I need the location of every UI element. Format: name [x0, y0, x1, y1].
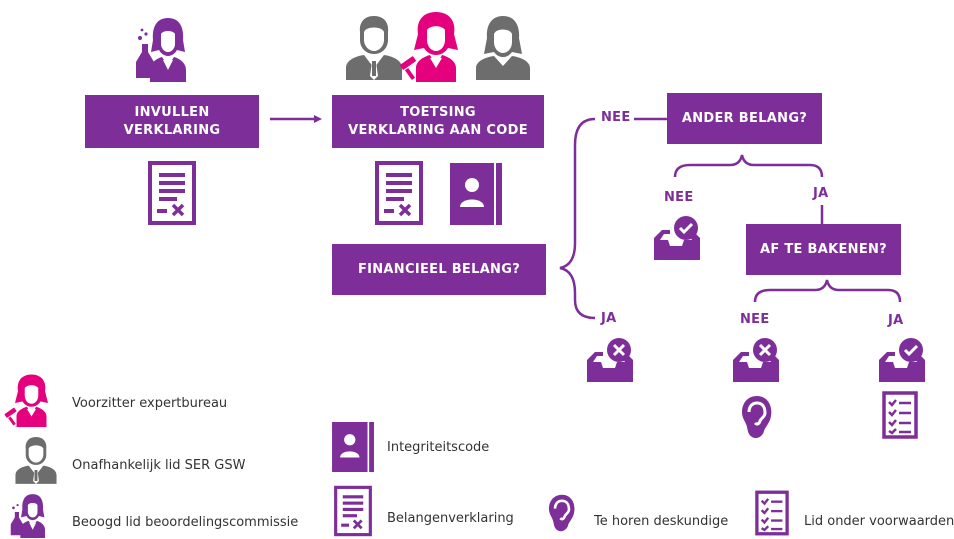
- financieel-label: FINANCIEEL BELANG?: [357, 261, 521, 277]
- checklist-icon: [755, 490, 789, 536]
- nee-label-top: NEE: [601, 110, 631, 125]
- ja-label-afbakenen: JA: [888, 313, 904, 328]
- tray-check-icon: [654, 216, 700, 260]
- legend-beoogd: Beoogd lid beoordelingscommissie: [72, 515, 299, 530]
- legend-belangenverklaring: Belangenverklaring: [387, 511, 514, 526]
- tray-cross-icon: [587, 338, 633, 382]
- ear-icon: [742, 396, 772, 439]
- legend-voorzitter: Voorzitter expertbureau: [72, 396, 228, 411]
- afbakenen-label: AF TE BAKENEN?: [759, 241, 888, 257]
- step1-line1: INVULLEN: [134, 104, 210, 120]
- legend-integriteitscode: Integriteitscode: [387, 440, 490, 455]
- ear-icon: [548, 494, 575, 532]
- af-te-bakenen-box: AF TE BAKENEN?: [746, 224, 901, 275]
- nee-label-ander: NEE: [664, 190, 694, 205]
- legend-deskundige: Te horen deskundige: [594, 514, 729, 529]
- legend-onafhankelijk: Onafhankelijk lid SER GSW: [72, 458, 246, 473]
- man-icon: [346, 16, 402, 80]
- declaration-icon: [148, 161, 196, 225]
- declaration-icon: [375, 161, 423, 225]
- tray-cross-icon: [733, 338, 779, 382]
- step-toetsing-verklaring: TOETSING VERKLARING AAN CODE: [332, 95, 544, 148]
- code-book-icon: [332, 422, 374, 472]
- chair-woman-icon: [400, 12, 458, 82]
- ja-label-ander: JA: [813, 186, 829, 201]
- chair-woman-icon: [4, 374, 48, 427]
- step1-line2: VERKLARING: [123, 122, 221, 138]
- checklist-icon: [882, 391, 918, 439]
- scientist-icon: [10, 494, 46, 538]
- code-book-icon: [450, 163, 502, 225]
- step2-line2: VERKLARING AAN CODE: [348, 122, 528, 138]
- ander-label: ANDER BELANG?: [681, 110, 808, 126]
- step2-line1: TOETSING: [400, 104, 476, 120]
- declaration-icon: [334, 485, 372, 537]
- financieel-belang-box: FINANCIEEL BELANG?: [332, 244, 546, 295]
- step-invullen-verklaring: INVULLEN VERKLARING: [85, 95, 259, 148]
- legend-voorwaarden: Lid onder voorwaarden: [804, 514, 954, 529]
- scientist-icon: [136, 18, 186, 82]
- woman-icon: [476, 16, 530, 80]
- ja-label-bottom: JA: [601, 311, 617, 326]
- nee-label-afbakenen: NEE: [740, 312, 770, 327]
- man-icon: [15, 437, 57, 484]
- tray-check-icon: [879, 338, 925, 382]
- ander-belang-box: ANDER BELANG?: [667, 93, 822, 144]
